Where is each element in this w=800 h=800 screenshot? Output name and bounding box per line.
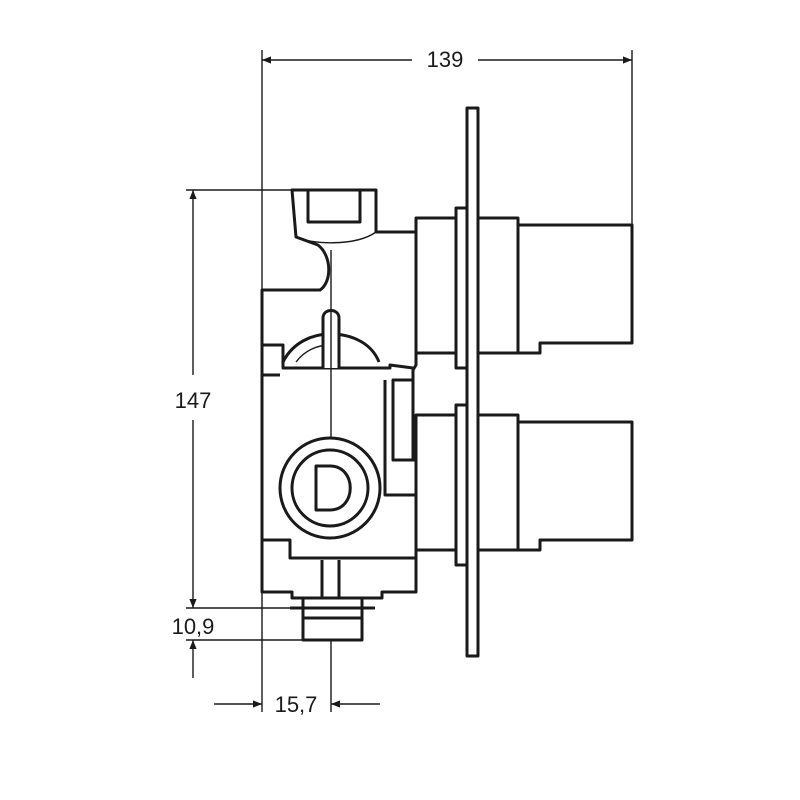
valve-body	[260, 188, 418, 642]
flow-port-d-symbol	[314, 464, 352, 512]
lower-spindle-housing	[414, 413, 458, 552]
dim-height-label: 147	[175, 388, 212, 413]
dim-width-label: 139	[427, 47, 464, 72]
extension-lines	[186, 50, 633, 712]
body-mid-wall	[383, 380, 416, 497]
upper-spindle-housing	[414, 216, 458, 355]
upper-sleeve	[476, 216, 520, 355]
flow-port-outer	[278, 436, 382, 540]
lower-flange	[454, 403, 469, 567]
top-inlet-inner	[306, 190, 362, 224]
lower-handle	[414, 403, 634, 567]
cover-plate-rect	[465, 106, 480, 658]
body-side-block	[391, 378, 413, 462]
upper-knob	[516, 223, 634, 355]
upper-flange	[454, 206, 469, 370]
dim-outlet-h-label: 15,7	[275, 692, 318, 717]
dimension-outlet-horizontal: 15,7	[214, 692, 380, 717]
dimension-height: 147	[175, 190, 212, 608]
dim-outlet-v-label: 10,9	[172, 614, 215, 639]
dimension-outlet-vertical: 10,9	[172, 614, 215, 678]
upper-handle	[414, 206, 634, 370]
body-lower-wall	[262, 538, 416, 560]
lower-knob	[516, 420, 634, 552]
dimension-width: 139	[262, 47, 632, 72]
cover-plate	[465, 106, 480, 658]
bottom-stem	[320, 560, 341, 598]
flow-port-inner	[290, 448, 370, 528]
top-inlet-curve	[295, 231, 377, 244]
lower-sleeve	[476, 413, 520, 552]
